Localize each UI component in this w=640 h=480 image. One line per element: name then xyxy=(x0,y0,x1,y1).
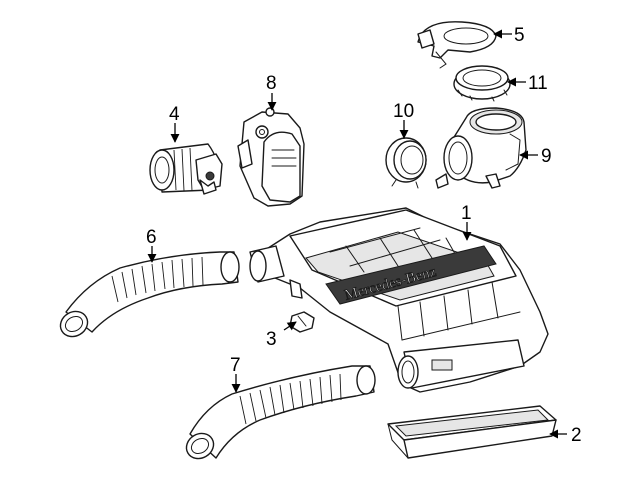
part-3-clip xyxy=(289,311,315,333)
callout-4: 4 xyxy=(169,104,180,125)
part-1-air-filter-housing: Mercedes-Benz xyxy=(249,207,549,393)
part-9-intake-housing xyxy=(435,107,527,189)
callout-labels: 1 2 3 4 5 6 7 8 9 10 11 xyxy=(146,25,582,446)
part-8-throttle-body xyxy=(237,107,305,207)
callout-10: 10 xyxy=(393,101,414,122)
callout-3: 3 xyxy=(266,329,277,350)
leader-3 xyxy=(283,321,297,331)
part-4-airflow-sensor xyxy=(149,143,223,195)
callout-7: 7 xyxy=(230,355,241,376)
callout-2: 2 xyxy=(571,425,582,446)
callout-5: 5 xyxy=(514,25,525,46)
callout-1: 1 xyxy=(461,203,472,224)
part-2-air-filter xyxy=(387,405,557,459)
part-5-clamp xyxy=(417,21,497,69)
leader-lines xyxy=(147,29,567,439)
callout-8: 8 xyxy=(266,73,277,94)
callout-11: 11 xyxy=(528,73,548,94)
part-11-seal-ring xyxy=(453,65,511,102)
part-6-intake-hose xyxy=(59,251,240,338)
part-7-intake-hose xyxy=(185,365,376,460)
callout-6: 6 xyxy=(146,227,157,248)
callout-9: 9 xyxy=(541,146,552,167)
part-10-gasket xyxy=(385,137,427,189)
